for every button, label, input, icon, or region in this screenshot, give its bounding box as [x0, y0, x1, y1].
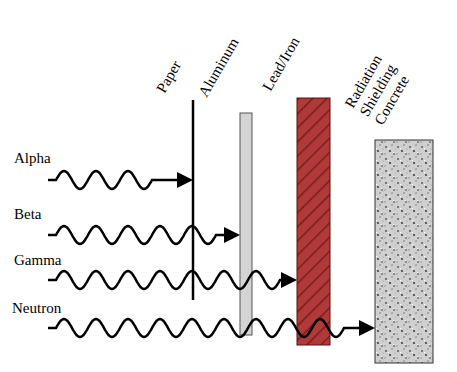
aluminum-plate	[240, 113, 252, 335]
arrowhead	[224, 227, 240, 243]
concrete-wall	[375, 140, 433, 363]
arrowhead	[359, 320, 375, 336]
arrowhead	[177, 172, 193, 188]
lead-iron-block	[297, 98, 330, 345]
wave-line	[48, 171, 179, 189]
alpha-label: Alpha	[14, 150, 51, 167]
wave-line	[48, 271, 283, 289]
arrowhead	[281, 272, 297, 288]
lead-iron-label: Lead/Iron	[259, 34, 303, 94]
radiation-waves	[48, 171, 375, 337]
wave-line	[48, 319, 361, 337]
aluminum-label: Aluminum	[195, 35, 242, 100]
gamma-label: Gamma	[14, 252, 61, 269]
beta-label: Beta	[14, 206, 42, 223]
neutron-label: Neutron	[12, 300, 61, 317]
wave-line	[48, 226, 226, 244]
concrete-label: Radiation Shielding Concrete	[342, 35, 425, 128]
paper-label: Paper	[153, 58, 185, 96]
